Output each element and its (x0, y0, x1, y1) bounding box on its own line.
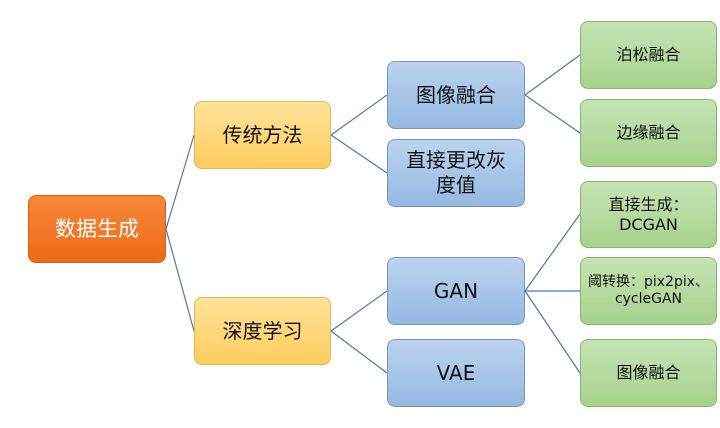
node-poisson-fusion: 泊松融合 (580, 21, 717, 89)
node-traditional-label: 传统方法 (222, 122, 303, 147)
link-gan-direct (524, 213, 581, 292)
node-direct-change-line2: 度值 (436, 173, 476, 197)
node-poisson-label: 泊松融合 (616, 45, 681, 64)
node-direct-change-line1: 直接更改灰 (406, 148, 506, 172)
node-edge-label: 边缘融合 (616, 123, 681, 142)
node-gan-image-fusion: 图像融合 (580, 339, 717, 407)
link-traditional-fusion (330, 94, 388, 136)
link-deep-vae (330, 330, 388, 374)
node-root-label: 数据生成 (55, 216, 139, 241)
link-fusion-edge (524, 94, 581, 134)
node-image-fusion: 图像融合 (387, 61, 525, 129)
link-fusion-poisson (524, 54, 581, 96)
node-transfer-line1: 阈转换：pix2pix、 (587, 273, 710, 290)
link-root-deep (165, 228, 195, 332)
link-root-traditional (165, 134, 195, 230)
node-traditional: 传统方法 (194, 101, 331, 169)
node-vae: VAE (387, 339, 525, 407)
link-deep-gan (330, 290, 388, 332)
node-root: 数据生成 (28, 195, 166, 263)
node-direct-gen-line1: 直接生成： (608, 194, 689, 214)
node-gan-fusion-label: 图像融合 (616, 363, 681, 382)
node-direct-change: 直接更改灰 度值 (387, 139, 525, 207)
node-gan: GAN (387, 257, 525, 325)
node-direct-generation: 直接生成： DCGAN (580, 181, 717, 248)
node-vae-label: VAE (436, 360, 476, 385)
node-transfer-line2: cycleGAN (614, 291, 683, 307)
node-domain-transfer: 阈转换：pix2pix、 cycleGAN (580, 257, 717, 325)
node-gan-label: GAN (433, 278, 479, 303)
node-deep-label: 深度学习 (222, 318, 303, 343)
node-edge-fusion: 边缘融合 (580, 99, 717, 167)
node-image-fusion-label: 图像融合 (416, 82, 496, 107)
node-deep-learning: 深度学习 (194, 297, 331, 365)
node-direct-gen-line2: DCGAN (619, 214, 678, 234)
link-gan-fusion (524, 290, 581, 374)
link-traditional-direct (330, 134, 388, 174)
